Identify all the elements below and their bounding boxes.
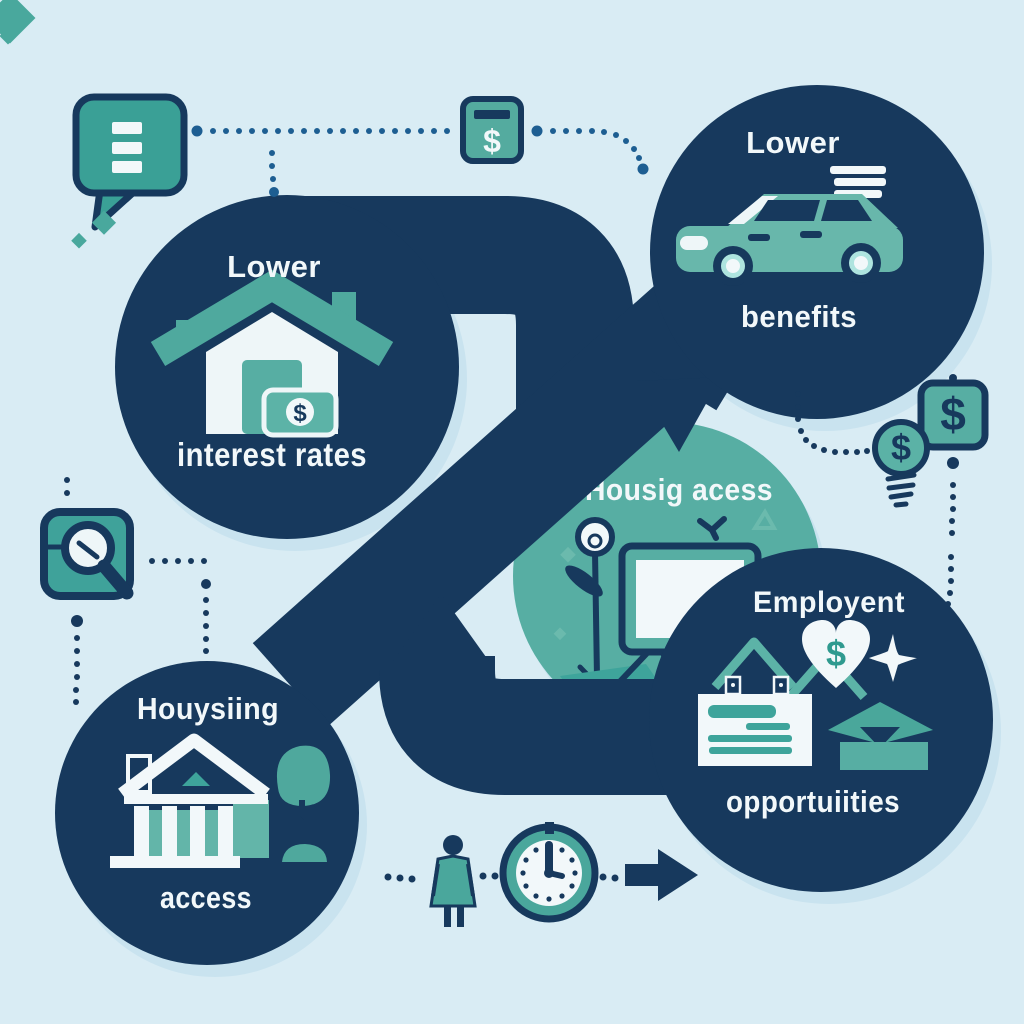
arrow-up [379,594,676,795]
heart-dollar-icon: $ [802,620,870,688]
tile-dollar-glyph: $ [940,388,966,440]
dollar-tile-icon: $ [917,379,989,451]
housing-bottom-top-label: Houysiing [137,691,279,726]
dotted-line-left [64,477,211,705]
house-dollar-icon: $ [150,269,394,438]
person-icon [429,835,477,927]
front-wheel-icon [713,246,753,286]
search-tile-icon [40,508,134,600]
dollar-note-card-icon: $ [460,96,524,164]
benefits-top-label: Lower [746,125,840,160]
dotted-line-bottom [384,872,619,883]
bill-dollar-glyph: $ [293,400,307,427]
node-housing-access-bottom: Houysiing access [55,661,359,965]
bird-icon [697,516,727,541]
column-gaps [149,810,218,856]
node-lower-interest-rates: $ Lower interest rates [115,195,459,539]
employment-bottom-label: opportuiities [726,784,900,819]
heart-dollar-glyph: $ [826,633,846,674]
open-box-icon [828,702,933,770]
bulb-dollar-glyph: $ [891,427,911,468]
card-dollar-glyph: $ [483,123,501,159]
dotted-line-right [795,374,959,607]
speech-bubble-icon [72,93,188,231]
employment-top-label: Employent [753,586,905,619]
faint-sparkles [553,508,778,641]
arrow-right-icon [625,849,698,901]
node-lower-benefits: Lower benefits [650,85,984,419]
rear-wheel-icon [841,243,881,283]
dotted-line-top [191,125,649,197]
document-icon [698,694,812,766]
bank-tree-icon [110,733,331,868]
columns [134,806,233,856]
car-icon [676,166,903,286]
tree-icon [276,745,331,862]
benefits-bottom-label: benefits [741,299,857,334]
roof-sign-icon [830,166,886,198]
lightbulb-dollar-icon: $ [872,419,930,508]
housing-center-label: Housig acess [585,472,773,507]
housing-bottom-bottom-label: access [160,880,252,915]
clock-icon [499,822,599,923]
interest-top-label: Lower [227,249,321,284]
node-employment-opportunities: $ Employent opportuiities [649,548,993,892]
sparkle-icon [869,634,917,682]
corner-diamonds [0,0,117,249]
interest-bottom-label: interest rates [177,436,367,473]
